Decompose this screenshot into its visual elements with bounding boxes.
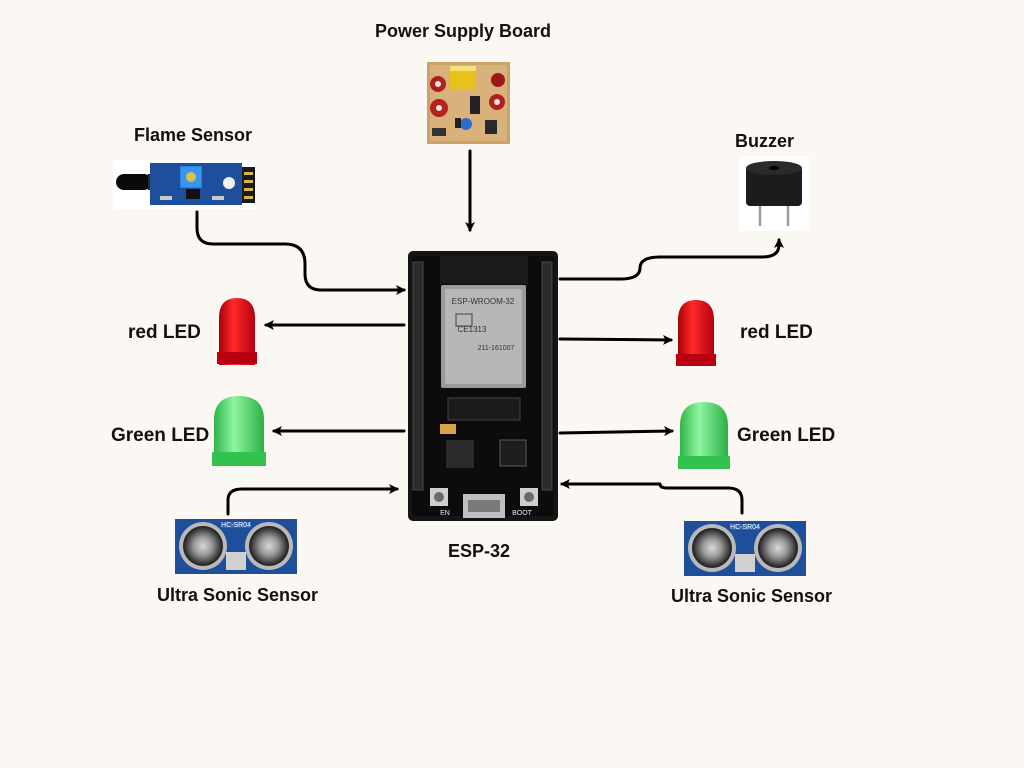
esp32-ce-text: CE1313 [458,325,487,334]
label-red-led-left: red LED [128,322,201,344]
esp32-board-image [408,251,558,521]
arrow-esp32-to-buzzer [560,240,779,279]
label-flame-sensor: Flame Sensor [134,125,252,146]
green-led-left-image [212,396,266,466]
esp32-cert-text: 211-161007 [478,345,515,352]
arrow-ultrasonic-right-to-esp32 [562,484,742,513]
esp32-boot-label: BOOT [512,510,533,517]
label-ultrasonic-sensor-left: Ultra Sonic Sensor [157,585,318,606]
label-buzzer: Buzzer [735,131,794,152]
green-led-right-image [678,402,730,469]
arrow-esp32-to-green-led-right [560,431,672,433]
arrow-ultrasonic-left-to-esp32 [228,489,397,514]
flame-sensor-image [113,160,256,209]
buzzer-image [739,156,809,231]
hc-sr04-right-text: HC-SR04 [730,524,760,531]
label-green-led-left: Green LED [111,425,209,447]
label-esp32: ESP-32 [448,541,510,562]
esp32-module-text: ESP-WROOM-32 [452,297,515,306]
arrow-flame-to-esp32 [197,212,404,290]
label-ultrasonic-sensor-right: Ultra Sonic Sensor [671,586,832,607]
red-led-right-image [676,300,716,366]
red-led-left-image [217,298,257,365]
label-green-led-right: Green LED [737,425,835,447]
esp32-en-label: EN [440,510,450,517]
label-power-supply-board: Power Supply Board [375,21,551,42]
label-red-led-right: red LED [740,322,813,344]
arrow-esp32-to-red-led-right [560,339,671,340]
hc-sr04-left-text: HC-SR04 [221,522,251,529]
power-supply-board-image [427,62,510,144]
